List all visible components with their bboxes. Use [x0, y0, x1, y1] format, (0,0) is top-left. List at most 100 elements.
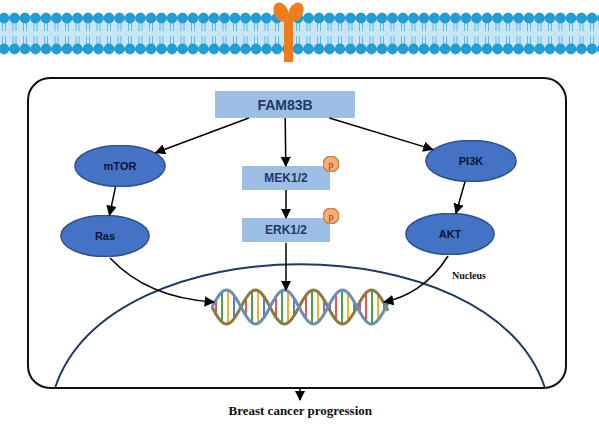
lipid-tail [352, 36, 353, 45]
lipid-tail [307, 36, 308, 45]
lipid-tail [373, 22, 374, 31]
lipid-tail [226, 36, 227, 45]
lipid-head [409, 44, 419, 54]
lipid-tail [86, 22, 87, 31]
lipid-tail [478, 22, 479, 31]
lipid-head [199, 13, 209, 23]
signal-arrow [285, 243, 287, 290]
lipid-tail [268, 36, 269, 45]
lipid-head [209, 13, 219, 23]
lipid-tail [233, 22, 234, 31]
lipid-head [0, 44, 9, 54]
lipid-tail [131, 36, 132, 45]
base-pair [281, 291, 283, 324]
lipid-tail [139, 22, 140, 31]
lipid-tail [454, 36, 455, 45]
lipid-tail [496, 22, 497, 31]
lipid-tail [433, 36, 434, 45]
lipid-tail [404, 22, 405, 31]
lipid-tail [191, 36, 192, 45]
lipid-tail [265, 36, 266, 45]
lipid-tail [559, 22, 560, 31]
lipid-tail [152, 36, 153, 45]
lipid-tail [58, 36, 59, 45]
lipid-head [314, 44, 324, 54]
lipid-tail [559, 36, 560, 45]
lipid-tail [152, 22, 153, 31]
circle-fill [323, 156, 339, 172]
lipid-tail [23, 36, 24, 45]
lipid-head [493, 44, 503, 54]
lipid-tail [26, 36, 27, 45]
lipid-tail [194, 36, 195, 45]
lipid-head [73, 44, 83, 54]
base-pair [365, 293, 367, 321]
lipid-tail [593, 22, 594, 31]
lipid-tail [233, 36, 234, 45]
lipid-tail [590, 22, 591, 31]
lipid-tail [65, 22, 66, 31]
lipid-head [482, 13, 492, 23]
lipid-tail [580, 22, 581, 31]
lipid-tail [100, 22, 101, 31]
lipid-head [598, 13, 599, 23]
lipid-tail [278, 36, 279, 45]
lipid-tail [268, 22, 269, 31]
lipid-tail [583, 22, 584, 31]
signal-connector [456, 182, 465, 213]
lipid-head [556, 13, 566, 23]
lipid-head [230, 13, 240, 23]
lipid-tail [488, 36, 489, 45]
lipid-head [178, 13, 188, 23]
node-label: FAM83B [257, 97, 312, 113]
lipid-tail [349, 22, 350, 31]
lipid-tail [436, 36, 437, 45]
lipid-tail [530, 22, 531, 31]
lipid-head [419, 44, 429, 54]
lipid-tail [425, 22, 426, 31]
lipid-head [62, 44, 72, 54]
lipid-tail [328, 22, 329, 31]
signal-arrow [384, 256, 448, 302]
lipid-tail [205, 22, 206, 31]
kinase-ellipse: PI3K [425, 140, 517, 182]
base-pair [287, 291, 289, 323]
lipid-tail [569, 36, 570, 45]
dna-strand [212, 290, 388, 324]
ellipse-fill [426, 140, 516, 181]
lipid-tail [331, 36, 332, 45]
lipid-head [304, 13, 314, 23]
lipid-head [587, 13, 597, 23]
lipid-tail [370, 36, 371, 45]
lipid-head [178, 44, 188, 54]
phospho-circle: p [323, 156, 339, 172]
base-pair [227, 290, 229, 324]
lipid-tail [55, 22, 56, 31]
lipid-head [188, 13, 198, 23]
outcome-arrow [299, 388, 301, 400]
ellipse-fill [406, 213, 494, 254]
lipid-tail [383, 36, 384, 45]
lipid-head [251, 44, 261, 54]
lipid-head [545, 13, 555, 23]
lipid-tail [244, 22, 245, 31]
lipid-head [199, 44, 209, 54]
lipid-tail [65, 36, 66, 45]
base-pair [371, 290, 373, 324]
lipid-tail [509, 36, 510, 45]
lipid-tail [296, 22, 297, 31]
lipid-tail [373, 36, 374, 45]
lipid-tail [328, 36, 329, 45]
lipid-tail [475, 22, 476, 31]
lipid-tail [412, 36, 413, 45]
kinase-box: ERK1/2 [242, 218, 330, 242]
lipid-head [566, 13, 576, 23]
lipid-head [514, 44, 524, 54]
lipid-head [535, 13, 545, 23]
lipid-tail [443, 22, 444, 31]
lipid-head [115, 13, 125, 23]
lipid-tail [310, 22, 311, 31]
lipid-tail [47, 22, 48, 31]
lipid-head [577, 44, 587, 54]
lipid-head [367, 13, 377, 23]
